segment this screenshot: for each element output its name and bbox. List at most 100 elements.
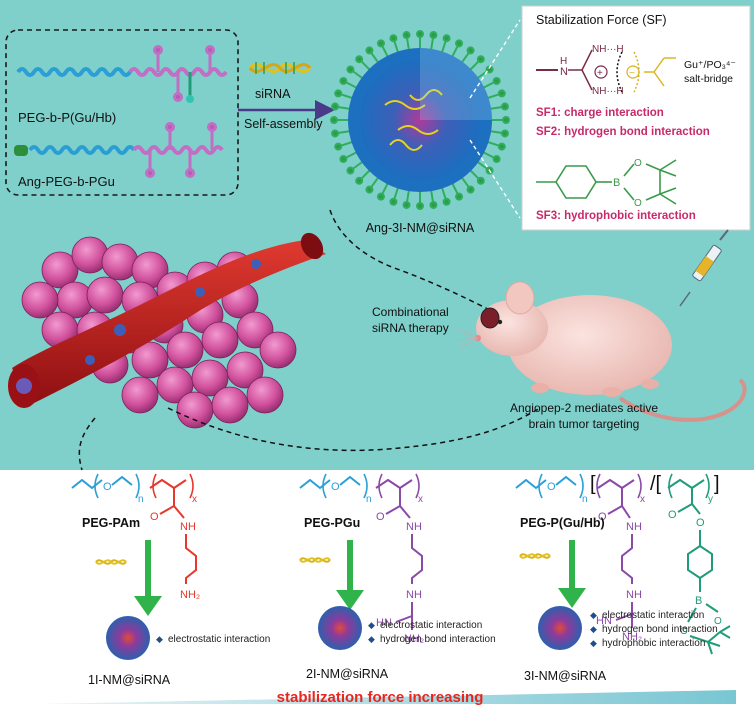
svg-text:NH: NH bbox=[406, 521, 422, 533]
arrow-3-head bbox=[558, 588, 586, 608]
sf-panel: Stabilization Force (SF) H N NH···H NH··… bbox=[521, 5, 751, 231]
svg-text:◆: ◆ bbox=[590, 610, 597, 620]
svg-text:◆: ◆ bbox=[368, 620, 375, 630]
svg-text:◆: ◆ bbox=[368, 634, 375, 644]
svg-text:NH: NH bbox=[180, 521, 196, 533]
svg-text:HN: HN bbox=[596, 615, 612, 627]
syringe-icon bbox=[679, 229, 729, 307]
arrow-top-label: siRNA bbox=[255, 87, 291, 101]
svg-text:]: ] bbox=[714, 473, 720, 495]
pguhb-interactions: ◆ electrostatic interaction ◆ hydrogen b… bbox=[590, 610, 718, 649]
nm-1-label: 1I-NM@siRNA bbox=[88, 673, 171, 687]
boronate-structure bbox=[536, 159, 677, 205]
svg-text:O: O bbox=[547, 481, 556, 493]
mouse-tail bbox=[618, 378, 747, 422]
mouse-illustration bbox=[455, 229, 747, 422]
sirna-icon-1 bbox=[95, 559, 127, 565]
svg-text:B: B bbox=[695, 595, 702, 607]
svg-text:hydrogen bond interaction: hydrogen bond interaction bbox=[380, 634, 496, 645]
svg-text:hydrogen bond interaction: hydrogen bond interaction bbox=[602, 624, 718, 635]
sirna-helix-icon bbox=[248, 62, 312, 74]
zoom-line-bottom bbox=[469, 139, 521, 219]
svg-text:hydrophobic interaction: hydrophobic interaction bbox=[602, 638, 705, 649]
svg-text:NH₂: NH₂ bbox=[404, 633, 424, 645]
sf3-label: SF3: hydrophobic interaction bbox=[536, 210, 696, 222]
hb-pendant-1 bbox=[186, 72, 194, 103]
svg-text:H: H bbox=[560, 56, 567, 67]
polymer-1-label: PEG-b-P(Gu/Hb) bbox=[18, 110, 116, 125]
pgu-interactions: ◆ electrostatic interaction ◆ hydrogen b… bbox=[368, 620, 496, 645]
polymer-box: PEG-b-P(Gu/Hb) Ang-PEG-b-PGu bbox=[5, 29, 239, 196]
pam-name: PEG-PAm bbox=[82, 516, 140, 530]
svg-text:NH₂: NH₂ bbox=[180, 589, 200, 601]
mouse-whiskers bbox=[455, 329, 479, 349]
nanoparticle-spikes bbox=[330, 30, 510, 210]
salt-bridge-label-1: Gu⁺/PO₃⁴⁻ bbox=[684, 59, 736, 71]
svg-text:O: O bbox=[634, 198, 642, 209]
teal-wave-edge bbox=[0, 448, 754, 470]
nm-3-label: 3I-NM@siRNA bbox=[524, 669, 607, 683]
sf-panel-box bbox=[521, 5, 751, 231]
peg-chain-1 bbox=[16, 67, 132, 77]
gu-pendants-2 bbox=[145, 122, 217, 178]
svg-text:+: + bbox=[597, 68, 603, 79]
svg-text:O: O bbox=[331, 481, 340, 493]
pguhb-structure: O n [ x O NH NH HN NH₂ /[ y ] O O B bbox=[515, 473, 731, 655]
nm-2-particle bbox=[318, 606, 362, 650]
svg-text:electrostatic interaction: electrostatic interaction bbox=[168, 634, 270, 645]
svg-text:x: x bbox=[418, 494, 423, 505]
svg-text:n: n bbox=[582, 494, 588, 505]
pguhb-name: PEG-P(Gu/Hb) bbox=[520, 516, 605, 530]
nanoparticle-core bbox=[360, 60, 480, 180]
svg-text:N: N bbox=[560, 66, 568, 78]
sf1-label: SF1: charge interaction bbox=[536, 107, 664, 119]
svg-text:[: [ bbox=[590, 473, 596, 495]
svg-text:O: O bbox=[680, 626, 688, 637]
tumor-to-mouse-arc bbox=[167, 407, 541, 452]
mouse-eye bbox=[497, 319, 503, 325]
svg-text:O: O bbox=[598, 511, 607, 523]
svg-text:NH···H: NH···H bbox=[592, 86, 624, 97]
sf2-label: SF2: hydrogen bond interaction bbox=[536, 126, 710, 138]
svg-text:O: O bbox=[696, 517, 705, 529]
pgu-structure: O n x O NH NH HN NH₂ bbox=[299, 473, 424, 645]
sirna-icon-2 bbox=[299, 557, 331, 563]
svg-text:n: n bbox=[366, 494, 372, 505]
mouse-tumor-marker bbox=[480, 307, 500, 329]
svg-text:◆: ◆ bbox=[590, 624, 597, 634]
salt-bridge-label-2: salt-bridge bbox=[684, 73, 733, 85]
zoom-line-top bbox=[469, 19, 521, 99]
peg-chain-2 bbox=[28, 145, 136, 155]
svg-text:B: B bbox=[613, 177, 620, 189]
svg-text:NH: NH bbox=[626, 521, 642, 533]
nm-3-particle bbox=[538, 606, 582, 650]
targeting-label-2: brain tumor targeting bbox=[529, 417, 640, 431]
salt-bridge-structure: H N NH···H NH···H + − Gu⁺/PO₃⁴⁻ salt-bri… bbox=[536, 44, 736, 97]
self-assembly-arrow: siRNA Self-assembly bbox=[238, 62, 335, 131]
stabilization-increasing-label: stabilization force increasing bbox=[277, 689, 484, 706]
svg-text:NH₂: NH₂ bbox=[622, 631, 642, 643]
svg-text:NH: NH bbox=[626, 589, 642, 601]
arrow-1-head bbox=[134, 596, 162, 616]
circulating-nanoparticles bbox=[85, 259, 261, 365]
svg-text:O: O bbox=[668, 509, 677, 521]
nm-2-label: 2I-NM@siRNA bbox=[306, 667, 389, 681]
svg-text:O: O bbox=[150, 511, 159, 523]
svg-text:y: y bbox=[708, 494, 713, 505]
svg-text:/[: /[ bbox=[650, 473, 662, 495]
svg-text:−: − bbox=[629, 68, 635, 79]
tumor-illustration bbox=[8, 232, 326, 429]
svg-text:electrostatic interaction: electrostatic interaction bbox=[602, 610, 704, 621]
sirna-icon-3 bbox=[519, 553, 551, 559]
targeting-path-arc bbox=[329, 209, 511, 321]
svg-text:electrostatic interaction: electrostatic interaction bbox=[380, 620, 482, 631]
svg-text:O: O bbox=[714, 616, 722, 627]
therapy-label-1: Combinational bbox=[372, 305, 449, 319]
pam-interactions: ◆ electrostatic interaction bbox=[156, 634, 270, 645]
svg-text:HN: HN bbox=[376, 617, 392, 629]
svg-text:O: O bbox=[376, 511, 385, 523]
svg-text:n: n bbox=[138, 494, 144, 505]
ang-nanoparticle bbox=[330, 30, 510, 210]
angiopep-cap bbox=[14, 145, 28, 156]
